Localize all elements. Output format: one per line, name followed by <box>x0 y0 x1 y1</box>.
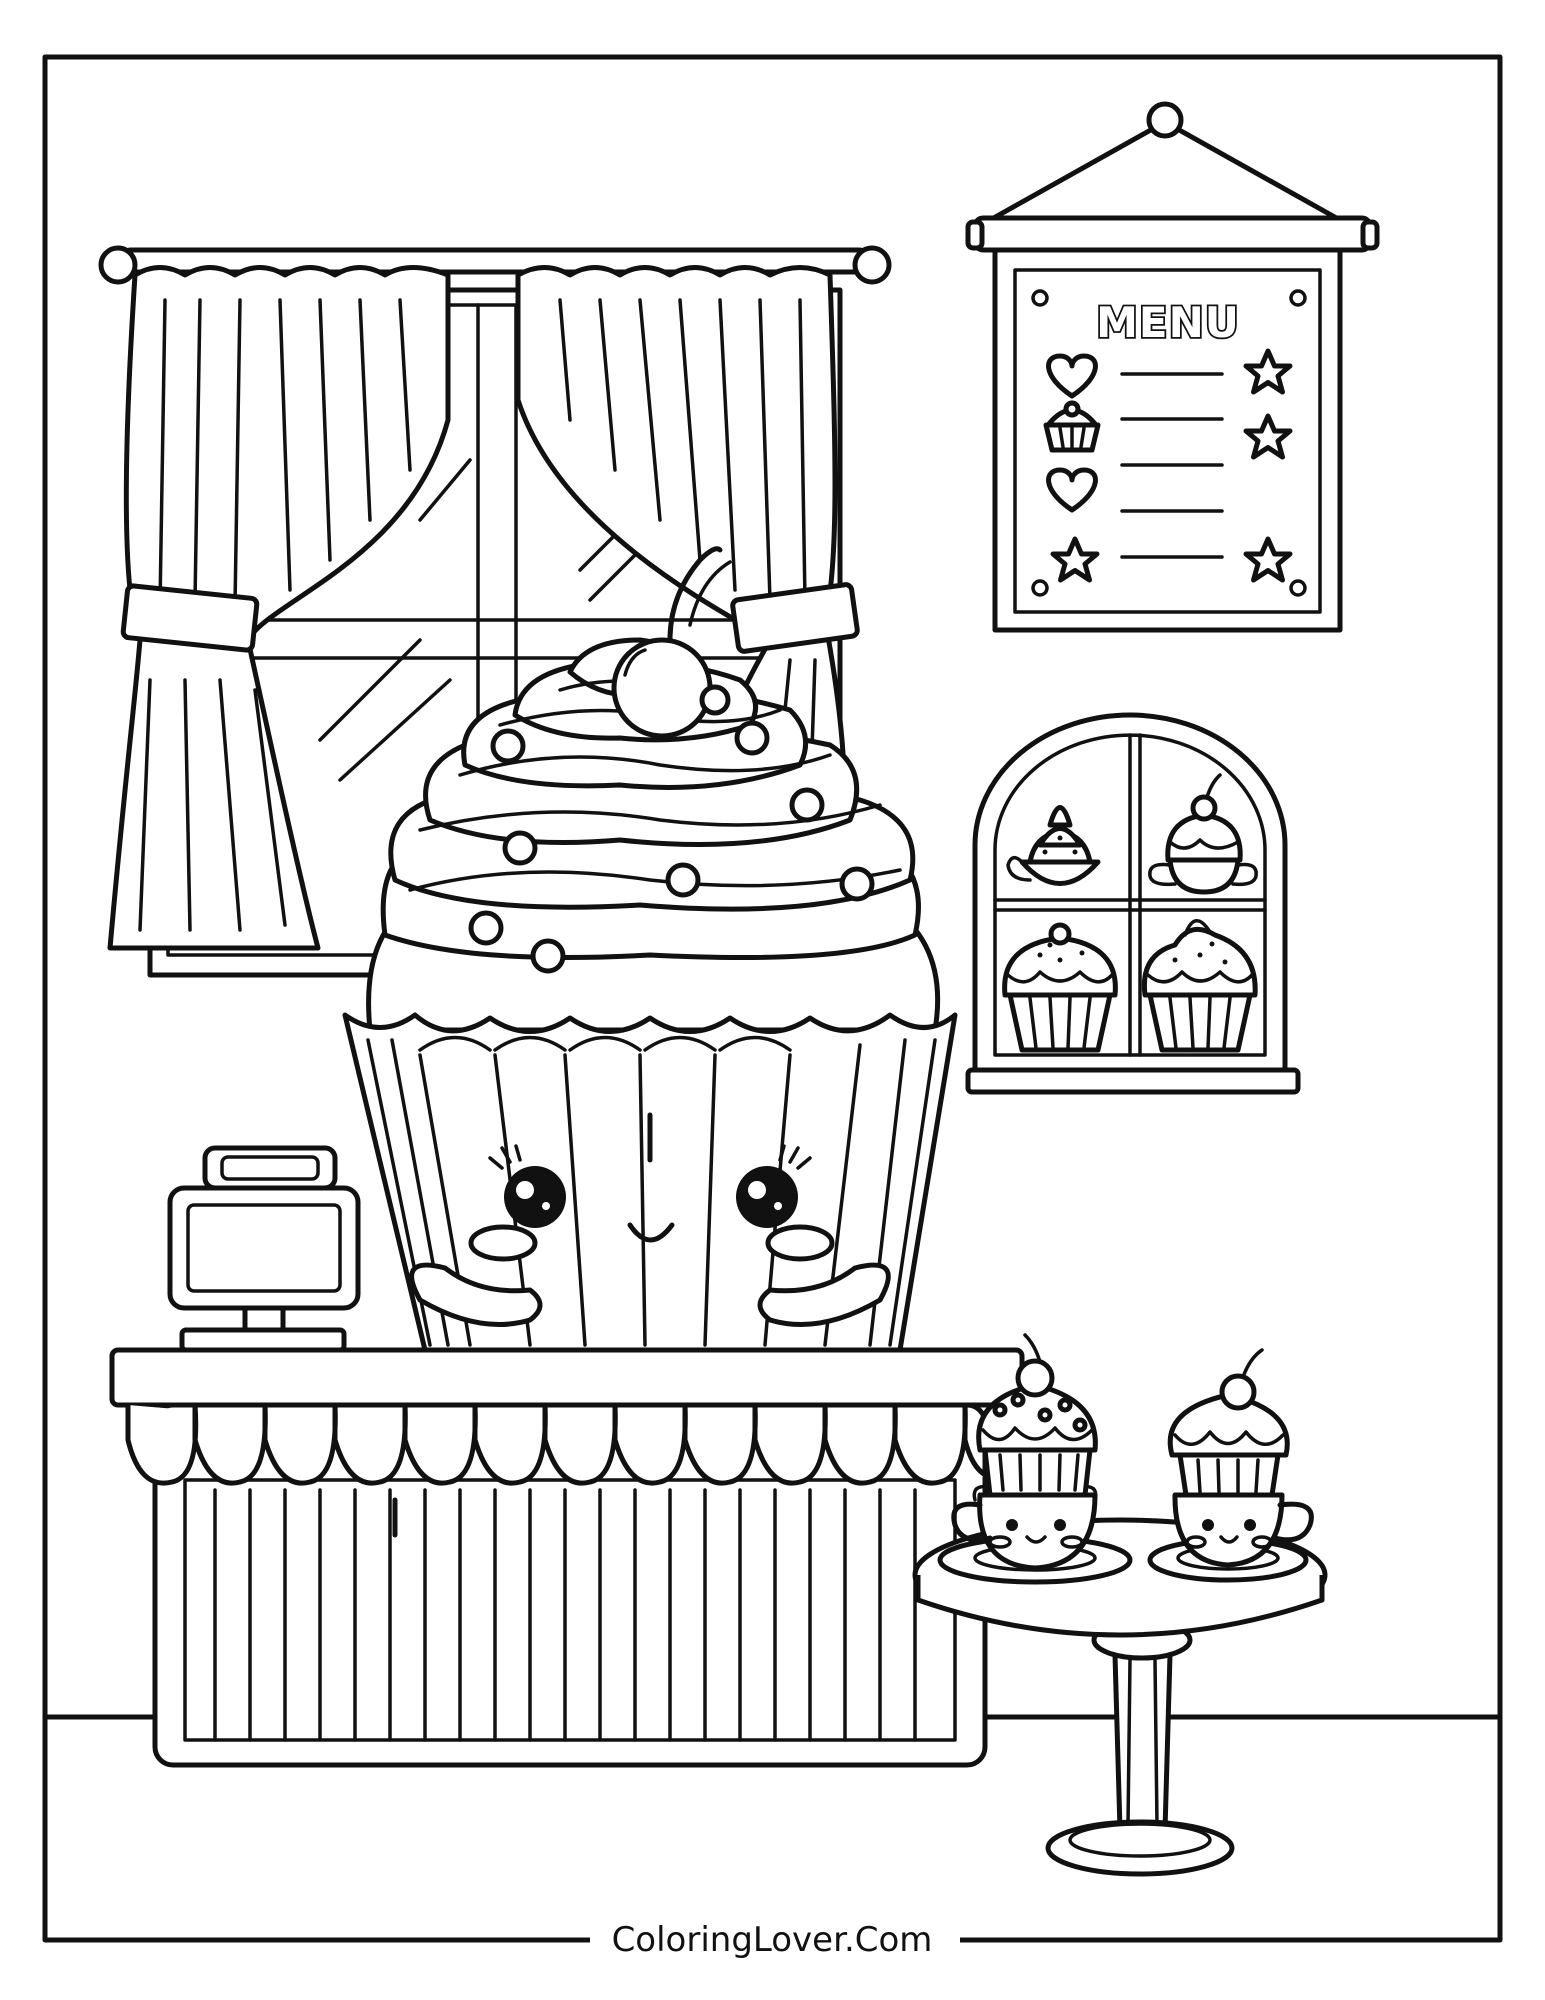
teacup-cupcake-right <box>1147 1348 1314 1583</box>
cupcake-face <box>409 1144 891 1327</box>
smile <box>627 1222 675 1243</box>
sprinkles <box>468 684 875 974</box>
scallop-valance <box>125 1402 1001 1486</box>
arm-right <box>757 1262 891 1327</box>
arm-left <box>409 1262 543 1327</box>
hanging-nail <box>1146 101 1184 139</box>
cash-register <box>167 1145 361 1426</box>
giant-cupcake <box>342 546 958 1353</box>
cheek-right <box>765 1224 835 1262</box>
site-credit[interactable]: ColoringLover.Com <box>612 1920 933 1960</box>
display-window <box>965 712 1301 1095</box>
teacup-cupcake-left <box>937 1333 1133 1585</box>
right-curtain <box>515 265 860 823</box>
counter-top <box>109 1347 1025 1408</box>
cherry-cupcake-cup <box>1148 773 1258 895</box>
cupcake-wrapper <box>342 1012 958 1353</box>
muffin <box>1141 919 1258 1053</box>
left-curtain <box>107 265 451 951</box>
menu-board: MENU <box>965 101 1380 633</box>
cheek-left <box>468 1224 538 1262</box>
menu-title: MENU <box>1096 298 1240 347</box>
muffin <box>1002 922 1118 1053</box>
cupcake-icon <box>1043 400 1101 453</box>
counter <box>109 1347 1025 1768</box>
swirl-cup <box>1006 805 1101 886</box>
